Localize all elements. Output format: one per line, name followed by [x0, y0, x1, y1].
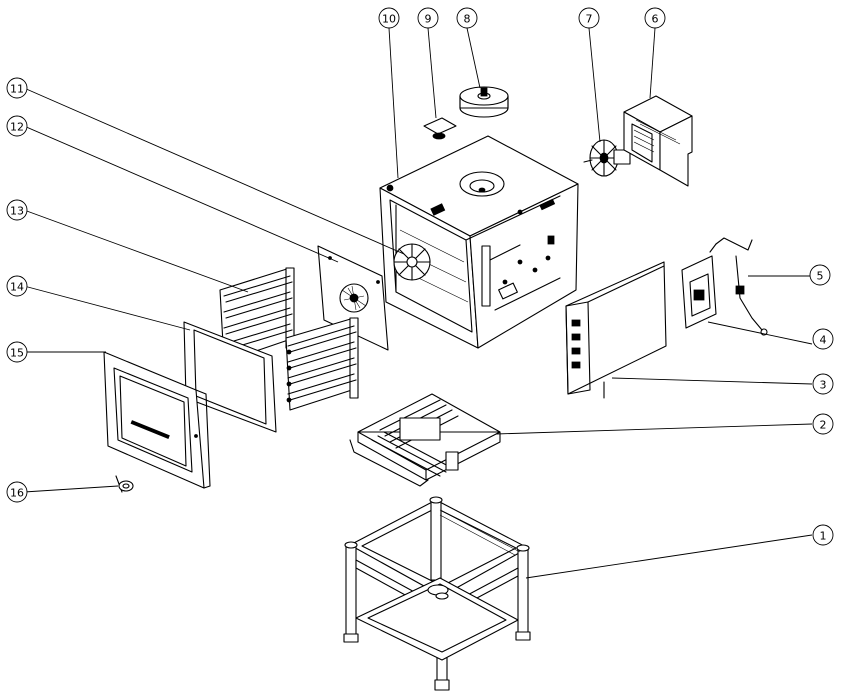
callout-circle [6, 275, 28, 297]
callout-number: 16 [10, 487, 24, 500]
callout-number: 5 [817, 270, 824, 283]
callout-circle [812, 413, 834, 435]
callout-14: 14 [6, 275, 28, 297]
leader-14 [23, 285, 191, 331]
callout-circle [644, 7, 666, 29]
callout-13: 13 [6, 199, 28, 221]
leader-1 [525, 534, 813, 579]
callout-number: 1 [820, 530, 827, 543]
callout-10: 10 [378, 7, 400, 29]
callout-6: 6 [644, 7, 666, 29]
callout-circle [6, 115, 28, 137]
callout-5: 5 [809, 264, 831, 286]
leader-4 [707, 321, 813, 345]
callout-number: 6 [652, 13, 659, 26]
callout-4: 4 [812, 328, 834, 350]
callout-number: 9 [425, 13, 432, 26]
callout-11: 11 [6, 77, 28, 99]
callout-12: 12 [6, 115, 28, 137]
callout-15: 15 [6, 341, 28, 363]
callout-number: 12 [10, 121, 24, 134]
leader-13 [23, 209, 249, 293]
callout-number: 14 [10, 281, 24, 294]
leader-11 [23, 87, 405, 255]
callout-circle [6, 341, 28, 363]
callout-circle [812, 524, 834, 546]
callout-number: 13 [10, 205, 24, 218]
part-door [103, 351, 211, 489]
leader-16 [23, 485, 119, 493]
callout-number: 4 [820, 334, 827, 347]
callout-circle [417, 7, 439, 29]
callout-number: 3 [820, 379, 827, 392]
part-side-panel [565, 261, 667, 399]
leader-8 [466, 27, 481, 89]
callout-number: 2 [820, 419, 827, 432]
callout-circle [378, 7, 400, 29]
part-fan-housing [459, 86, 509, 118]
callout-circle [809, 264, 831, 286]
callout-circle [6, 199, 28, 221]
callout-circle [456, 7, 478, 29]
callout-3: 3 [812, 373, 834, 395]
callout-circle [6, 77, 28, 99]
leader-9 [427, 27, 437, 119]
leader-12 [23, 125, 339, 263]
callout-16: 16 [6, 481, 28, 503]
part-base-tray [349, 393, 501, 487]
leader-3 [611, 377, 813, 385]
callout-number: 7 [586, 13, 593, 26]
callout-8: 8 [456, 7, 478, 29]
part-rear-cover [623, 95, 693, 187]
part-fan-motor [583, 139, 631, 177]
callout-number: 10 [382, 13, 396, 26]
leader-7 [588, 27, 601, 143]
part-rack-rails [219, 267, 359, 411]
part-fan-wheel [393, 243, 431, 281]
callout-circle [812, 328, 834, 350]
part-door-gasket [183, 321, 277, 433]
part-door-handle [115, 475, 134, 493]
leader-lines [23, 27, 813, 579]
callout-circle [578, 7, 600, 29]
callout-7: 7 [578, 7, 600, 29]
part-wiring-harness [709, 237, 768, 336]
callout-number: 11 [10, 83, 24, 96]
part-oven-cavity [379, 135, 579, 349]
leader-10 [388, 27, 399, 179]
part-stand [343, 496, 531, 691]
leader-2 [495, 423, 813, 435]
leader-6 [649, 27, 656, 99]
callout-circle [6, 481, 28, 503]
part-control-box [681, 255, 717, 329]
part-vent-cap [423, 117, 457, 140]
callout-number: 15 [10, 347, 24, 360]
callout-9: 9 [417, 7, 439, 29]
callout-circle [812, 373, 834, 395]
callout-2: 2 [812, 413, 834, 435]
callout-number: 8 [464, 13, 471, 26]
callout-1: 1 [812, 524, 834, 546]
